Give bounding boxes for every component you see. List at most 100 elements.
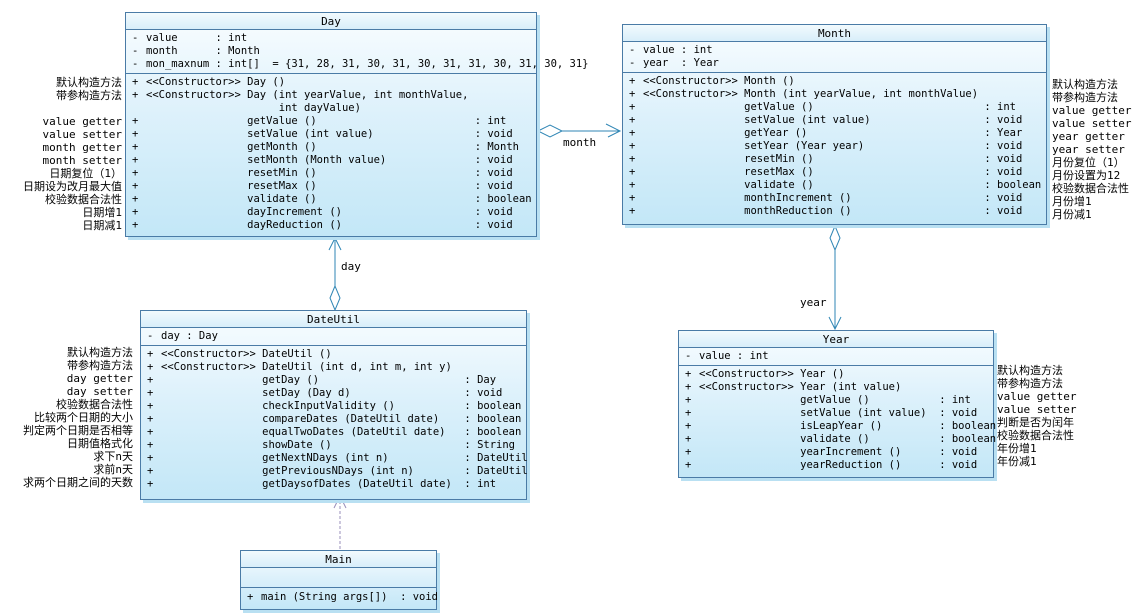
class-box-dateutil[interactable]: DateUtil -day : Day +<<Constructor>> Dat… [140,310,528,500]
annotation-line: 年份增1 [997,442,1037,455]
annotation-line: 月份设置为12 [1052,169,1121,182]
annotation-line: 校验数据合法性 [997,429,1074,442]
annotation-line: year getter [1052,130,1125,143]
class-methods-day: +<<Constructor>> Day ()+<<Constructor>> … [126,74,536,234]
annotation-line: 月份复位（1） [1052,156,1125,169]
method-row: + setDay (Day d) : void [147,387,503,399]
method-row: + yearIncrement () : void [685,446,978,458]
annotation-line: 带参构造方法 [1052,91,1118,104]
class-attributes-main [241,568,436,588]
annotation-line: value setter [997,403,1077,416]
method-row: + getValue () : int [132,115,507,127]
method-row: + showDate () : String [147,439,516,451]
annotation-line: value getter [42,115,122,128]
annotation-line: 带参构造方法 [67,359,133,372]
annotation-line: value setter [42,128,122,141]
method-row: + setYear (Year year) : void [629,140,1023,152]
method-row: + dayReduction () : void [132,219,513,231]
method-row: + resetMax () : void [132,180,513,192]
annotation-line: day setter [66,385,133,398]
annotation-line: day getter [66,372,133,385]
class-title-day: Day [126,13,536,30]
class-title-month: Month [623,25,1046,42]
method-row: + getPreviousNDays (int n) : DateUtil [147,465,528,477]
method-row: + resetMin () : void [132,167,513,179]
class-attributes-year: -value : int [679,348,993,366]
method-row: +<<Constructor>> Month (int yearValue, i… [629,88,979,100]
class-title-year: Year [679,331,993,348]
method-row: +<<Constructor>> DateUtil () [147,348,332,360]
method-row: + getDay () : Day [147,374,497,386]
annotation-line: 比较两个日期的大小 [34,411,133,424]
attribute-row: -value : int [629,44,713,56]
method-row: + getDaysofDates (DateUtil date) : int [147,478,497,490]
annotation-line: 日期增1 [82,206,122,219]
annotation-line [0,102,122,115]
annotation-line: value getter [1052,104,1132,117]
class-title-main: Main [241,551,436,568]
method-row: + validate () : boolean [685,433,997,445]
attribute-row: -year : Year [629,57,719,69]
annotation-line: 日期值格式化 [67,437,133,450]
method-row: + getNextNDays (int n) : DateUtil [147,452,528,464]
dependency-main-dateutil[interactable] [333,494,347,549]
annotation-line: 日期减1 [82,219,122,232]
method-row: + validate () : boolean [629,179,1042,191]
method-row: +main (String args[]) : void [247,591,439,603]
method-row: + getValue () : int [629,101,1016,113]
method-row: + resetMax () : void [629,166,1023,178]
annotation-line: 判断是否为闰年 [997,416,1074,429]
annotation-line: 校验数据合法性 [56,398,133,411]
annotation-line: 求前n天 [93,463,133,476]
method-row: + validate () : boolean [132,193,532,205]
annotation-line: month getter [42,141,122,154]
method-row: + setValue (int value) : void [685,407,978,419]
annotation-line: year setter [1052,143,1125,156]
class-methods-month: +<<Constructor>> Month ()+<<Constructor>… [623,73,1046,220]
method-row: + isLeapYear () : boolean [685,420,997,432]
aggregation-month-year[interactable]: year [800,224,842,331]
class-box-day[interactable]: Day -value : int-month : Month-mon_maxnu… [125,12,589,237]
method-row: + dayIncrement () : void [132,206,513,218]
annotation-line: value getter [997,390,1077,403]
annotation-line: 默认构造方法 [997,364,1063,377]
class-box-year[interactable]: Year -value : int +<<Constructor>> Year … [678,330,997,478]
method-row: + setValue (int value) : void [629,114,1023,126]
class-box-month[interactable]: Month -value : int-year : Year +<<Constr… [622,24,1047,225]
method-row: + monthIncrement () : void [629,192,1023,204]
method-row: +<<Constructor>> Month () [629,75,795,87]
method-row: +<<Constructor>> Day () [132,76,286,88]
class-title-dateutil: DateUtil [141,311,526,328]
connector-label-day: day [341,260,361,273]
annotation-line: 带参构造方法 [997,377,1063,390]
annotation-line: 日期复位（1） [49,167,122,180]
aggregation-day-month[interactable]: month [536,123,622,149]
connector-label-year: year [800,296,827,309]
method-row: + getMonth () : Month [132,141,519,153]
connector-label-month: month [563,136,596,149]
class-methods-main: +main (String args[]) : void [241,588,439,606]
method-row: + setValue (int value) : void [132,128,513,140]
method-row: + setMonth (Month value) : void [132,154,513,166]
annotation-line: value setter [1052,117,1132,130]
aggregation-dateutil-day[interactable]: day [328,236,361,312]
class-attributes-day: -value : int-month : Month-mon_maxnum : … [126,30,589,74]
annotation-line: 带参构造方法 [56,89,122,102]
method-row: + getValue () : int [685,394,971,406]
class-box-main[interactable]: Main +main (String args[]) : void [240,550,439,610]
annotation-line: 默认构造方法 [67,346,133,359]
annotation-line: 年份减1 [997,455,1037,468]
attribute-row: -day : Day [147,330,218,342]
class-methods-year: +<<Constructor>> Year ()+<<Constructor>>… [679,366,997,474]
method-row: + equalTwoDates (DateUtil date) : boolea… [147,426,522,438]
class-attributes-dateutil: -day : Day [141,328,526,346]
method-row: +<<Constructor>> Year (int value) [685,381,902,393]
method-row: +<<Constructor>> Day (int yearValue, int… [132,89,469,101]
annotation-line: 默认构造方法 [1052,78,1118,91]
method-row: + monthReduction () : void [629,205,1023,217]
